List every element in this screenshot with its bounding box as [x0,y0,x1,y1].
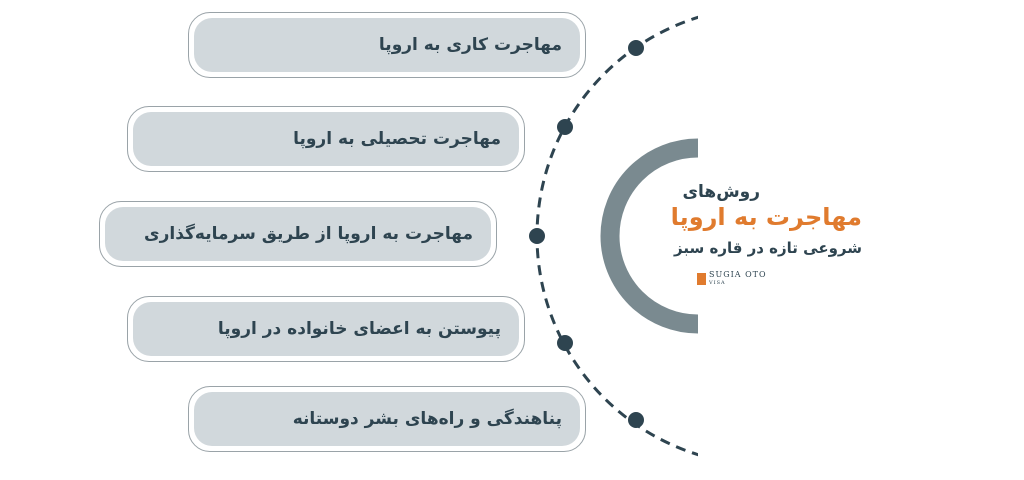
item-label: پناهندگی و راه‌های بشر دوستانه [292,409,562,429]
item-work-migration: مهاجرت کاری به اروپا [188,12,586,78]
item-family-reunion: پیوستن به اعضای خانواده در اروپا [127,296,525,362]
grey-half-ring [600,138,699,334]
item-investment-migration: مهاجرت به اروپا از طریق سرمایه‌گذاری [99,201,497,267]
title-line2: مهاجرت به اروپا [670,203,862,231]
item-label: مهاجرت به اروپا از طریق سرمایه‌گذاری [144,224,473,244]
subtitle: شروعی تازه در قاره سبز [674,239,862,257]
brand-logo: SUGIA OTO VISA [697,271,767,287]
item-label: پیوستن به اعضای خانواده در اروپا [217,319,501,339]
title-line1: روش‌های [682,182,760,202]
node-dot [628,40,644,56]
item-label: مهاجرت کاری به اروپا [378,35,562,55]
node-dot [529,228,545,244]
item-study-migration: مهاجرت تحصیلی به اروپا [127,106,525,172]
item-label: مهاجرت تحصیلی به اروپا [293,129,501,149]
logo-text: SUGIA OTO [709,270,767,279]
logo-mark-icon [697,273,706,285]
node-dot [557,119,573,135]
logo-subtext: VISA [709,280,726,286]
node-dot [557,335,573,351]
item-asylum: پناهندگی و راه‌های بشر دوستانه [188,386,586,452]
node-dot [628,412,644,428]
